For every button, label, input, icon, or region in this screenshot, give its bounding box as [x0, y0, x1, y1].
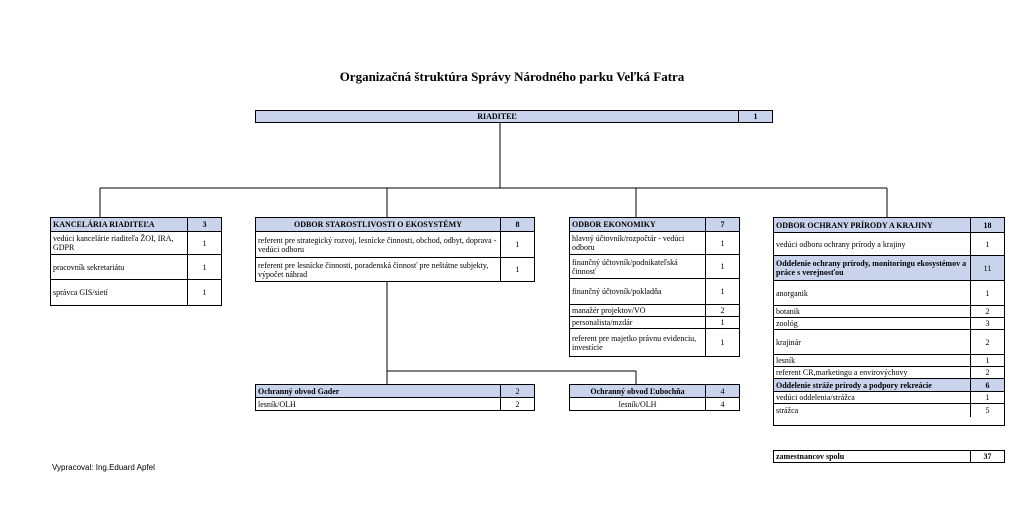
starostlivost-header: ODBOR STAROSTLIVOSTI O EKOSYSTÉMY	[256, 218, 501, 231]
list-item-count: 4	[720, 399, 725, 409]
ekonomika-count: 7	[720, 220, 725, 229]
list-item-count: 1	[985, 356, 990, 365]
lubochna-header: Ochranný obvod Ľubochňa	[570, 385, 706, 397]
list-item: krajinár	[774, 330, 971, 354]
list-item-count: 2	[515, 399, 520, 409]
list-item: lesník	[774, 355, 971, 366]
list-item-count: 3	[985, 319, 990, 328]
section-oddelenie-ochrany-count: 11	[983, 263, 992, 273]
list-item-count: 2	[985, 337, 990, 347]
list-item-count: 1	[515, 265, 520, 274]
director-box: RIADITEĽ 1	[255, 110, 773, 123]
ochrana-box: ODBOR OCHRANY PRÍRODY A KRAJINY 18 vedúc…	[773, 217, 1005, 426]
list-item: lesník/OLH	[256, 398, 501, 410]
section-oddelenie-ochrany: Oddelenie ochrany prírody, monitoringu e…	[774, 256, 971, 280]
list-item: vedúci odboru ochrany prírody a krajiny	[774, 233, 971, 255]
list-item-count: 2	[720, 306, 725, 315]
list-item: finančný účtovník/podnikateľská činnosť	[570, 255, 706, 278]
gader-header: Ochranný obvod Gader	[256, 385, 501, 397]
list-item: anorganik	[774, 281, 971, 305]
list-item-count: 1	[720, 262, 725, 271]
kancelaria-box: KANCELÁRIA RIADITEĽA 3 vedúci kancelárie…	[50, 217, 222, 306]
list-item-count: 1	[202, 238, 207, 248]
ochrana-count: 18	[983, 220, 992, 230]
total-box: zamestnancov spolu 37	[773, 450, 1005, 463]
list-item: lesník/OLH	[570, 398, 706, 410]
list-item: vedúci kancelárie riaditeľa ŽOI, IRA, GD…	[51, 232, 188, 254]
director-label: RIADITEĽ	[256, 111, 739, 122]
starostlivost-count: 8	[515, 220, 520, 229]
chart-title: Organizačná štruktúra Správy Národného p…	[339, 69, 685, 84]
list-item: vedúci oddelenia/strážca	[774, 392, 971, 403]
list-item-count: 1	[202, 288, 207, 297]
list-item: referent CR,marketingu a envirovýchovy	[774, 367, 971, 378]
list-item: správca GIS/sietí	[51, 280, 188, 305]
list-item-count: 1	[985, 288, 990, 298]
ekonomika-header: ODBOR EKONOMIKY	[570, 218, 706, 231]
list-item: zoológ	[774, 318, 971, 329]
list-item: botanik	[774, 306, 971, 317]
list-item-count: 1	[985, 393, 990, 402]
list-item-count: 1	[720, 238, 725, 248]
ochrana-header: ODBOR OCHRANY PRÍRODY A KRAJINY	[774, 218, 971, 232]
gader-count: 2	[515, 386, 520, 396]
kancelaria-count: 3	[202, 220, 207, 229]
gader-box: Ochranný obvod Gader 2 lesník/OLH 2	[255, 384, 535, 411]
total-count: 37	[983, 452, 992, 461]
author-note: Vypracoval: Ing.Eduard Apfel	[52, 463, 155, 472]
list-item-count: 1	[515, 240, 520, 249]
list-item-count: 2	[985, 307, 990, 316]
ekonomika-box: ODBOR EKONOMIKY 7 hlavný účtovník/rozpoč…	[569, 217, 740, 357]
list-item-count: 1	[202, 262, 207, 272]
list-item: manažér projektov/VO	[570, 305, 706, 316]
list-item: referent pre lesnícke činnosti, poradens…	[256, 258, 501, 281]
list-item: hlavný účtovník/rozpočtár - vedúci odbor…	[570, 232, 706, 254]
starostlivost-box: ODBOR STAROSTLIVOSTI O EKOSYSTÉMY 8 refe…	[255, 217, 535, 282]
list-item: personalista/mzdár	[570, 317, 706, 328]
list-item-count: 1	[720, 338, 725, 347]
total-label: zamestnancov spolu	[774, 451, 971, 462]
list-item: pracovník sekretariátu	[51, 255, 188, 279]
list-item-count: 1	[720, 287, 725, 296]
kancelaria-header: KANCELÁRIA RIADITEĽA	[51, 218, 188, 231]
lubochna-box: Ochranný obvod Ľubochňa 4 lesník/OLH 4	[569, 384, 740, 411]
list-item-count: 5	[985, 406, 990, 415]
section-oddelenie-straze-count: 6	[985, 380, 990, 390]
lubochna-count: 4	[720, 386, 725, 396]
list-item: finančný účtovník/pokladňa	[570, 279, 706, 304]
director-count: 1	[753, 112, 758, 121]
list-item: referent pre majetko právnu evidenciu, i…	[570, 329, 706, 356]
list-item: referent pre strategický rozvoj, lesníck…	[256, 232, 501, 257]
list-item-count: 1	[985, 239, 990, 249]
list-item-count: 1	[720, 318, 725, 327]
list-item-count: 2	[985, 368, 990, 377]
section-oddelenie-straze: Oddelenie stráže prírody a podpory rekre…	[774, 379, 971, 391]
list-item: strážca	[774, 404, 971, 417]
